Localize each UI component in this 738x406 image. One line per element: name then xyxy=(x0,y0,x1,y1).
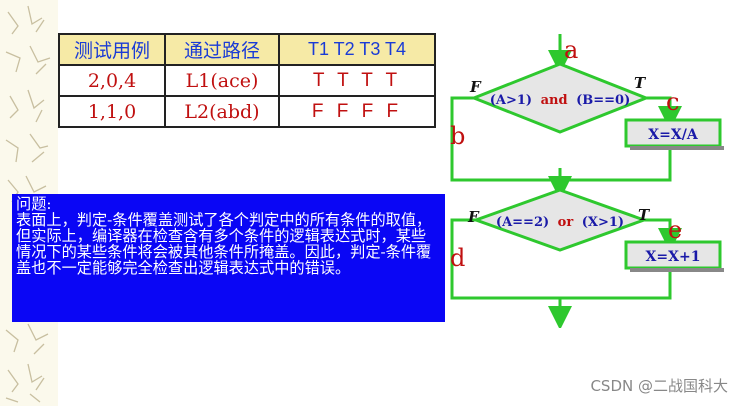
path-label-a: a xyxy=(564,36,578,64)
flowchart: (A>1) and (B==0) X=X/A (A==2) or (X>1) X… xyxy=(440,28,738,328)
cell-test-case: 1,1,0 xyxy=(58,95,166,128)
decision-2-true-label: T xyxy=(638,206,651,224)
process-1-shadow xyxy=(630,146,724,150)
header-path: 通过路径 xyxy=(164,33,280,66)
decision-1-diamond xyxy=(469,62,651,134)
table-header-row: 测试用例 通过路径 T1 T2 T3 T4 xyxy=(58,33,436,66)
decision-1-true-label: T xyxy=(634,74,647,92)
decision-2-text: (A==2) or (X>1) xyxy=(496,215,624,230)
problem-title: 问题: xyxy=(16,195,52,213)
decision-2-false-label: F xyxy=(467,208,480,226)
edge-c xyxy=(646,96,682,130)
edge-d xyxy=(450,218,560,300)
table-row: 2,0,4 L1(ace) T T T T xyxy=(58,64,436,97)
header-conditions: T1 T2 T3 T4 xyxy=(278,33,436,66)
path-label-c: c xyxy=(666,88,679,116)
problem-body: 表面上，判定-条件覆盖测试了各个判定中的所有条件的取值，但实际上，编译器在检查含… xyxy=(16,211,432,277)
path-label-e: e xyxy=(668,216,682,244)
flowchart-graphic: (A>1) and (B==0) X=X/A (A==2) or (X>1) X… xyxy=(450,34,724,328)
process-1-text: X=X/A xyxy=(648,127,699,143)
problem-text-box: 问题: 表面上，判定-条件覆盖测试了各个判定中的所有条件的取值，但实际上，编译器… xyxy=(12,194,445,322)
cell-path: L2(abd) xyxy=(164,95,280,128)
edge-e xyxy=(644,218,682,252)
process-2-shadow xyxy=(630,268,724,272)
header-test-case: 测试用例 xyxy=(58,33,166,66)
decision-2-diamond xyxy=(471,188,649,252)
watermark: CSDN @二战国科大 xyxy=(590,377,728,395)
decision-1-false-label: F xyxy=(469,78,482,96)
test-case-table: 测试用例 通过路径 T1 T2 T3 T4 2,0,4 L1(ace) T T … xyxy=(58,33,436,128)
edge-merge-2 xyxy=(560,268,672,300)
path-label-b: b xyxy=(450,122,465,150)
edge-b xyxy=(450,96,560,182)
table-row: 1,1,0 L2(abd) F F F F xyxy=(58,95,436,128)
cell-conditions: T T T T xyxy=(278,64,436,97)
cell-test-case: 2,0,4 xyxy=(58,64,166,97)
edge-merge-1 xyxy=(560,146,672,182)
path-label-d: d xyxy=(450,244,465,272)
pattern-graphic xyxy=(5,5,51,403)
cell-conditions: F F F F xyxy=(278,95,436,128)
process-2-text: X=X+1 xyxy=(646,249,701,265)
decision-1-text: (A>1) and (B==0) xyxy=(490,93,630,108)
cell-path: L1(ace) xyxy=(164,64,280,97)
